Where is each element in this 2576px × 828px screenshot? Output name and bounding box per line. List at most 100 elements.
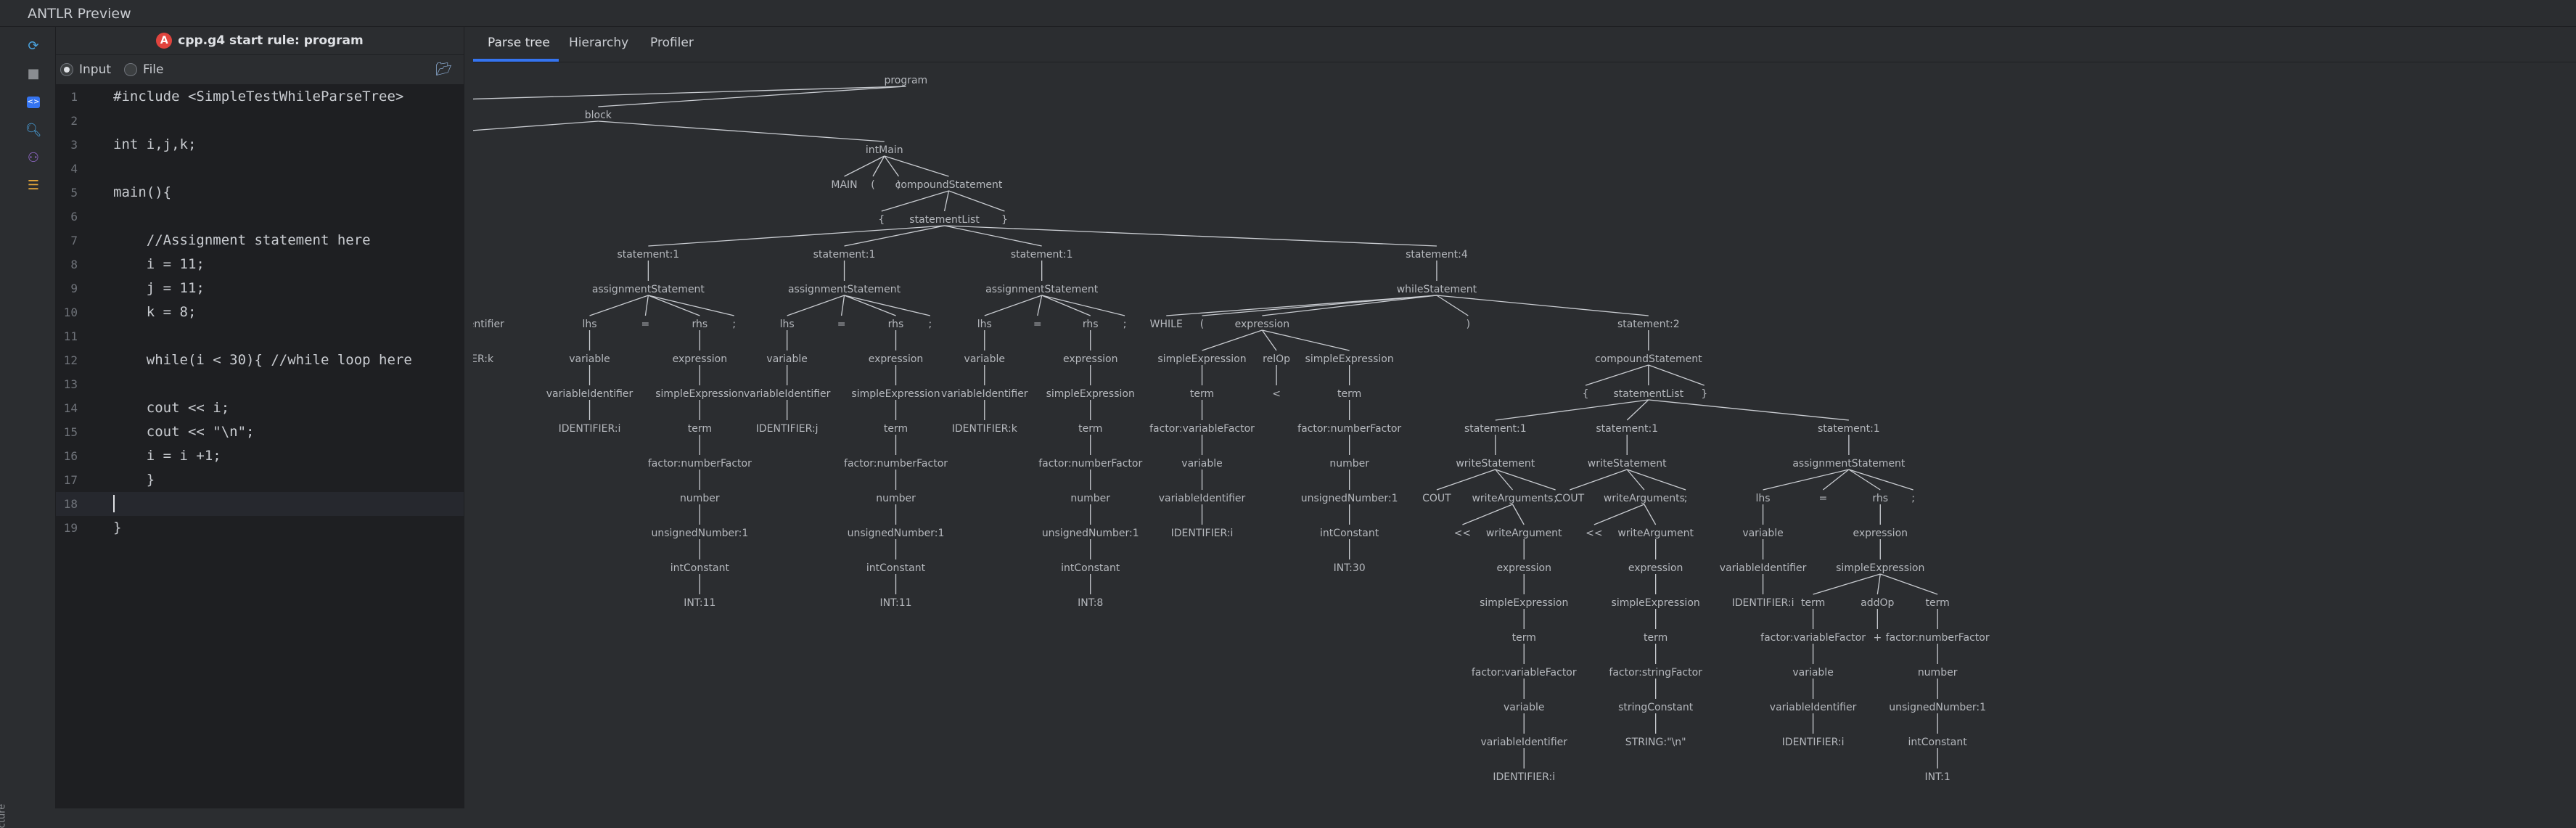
tree-node[interactable]: IDENTIFIER:k (473, 353, 494, 365)
tree-node[interactable]: simpleExpression (1612, 597, 1700, 609)
tree-node[interactable]: assignmentStatement (592, 284, 705, 295)
tree-node[interactable]: term (1190, 388, 1214, 400)
tree-node[interactable]: ; (1554, 493, 1557, 504)
panel-divider[interactable] (464, 27, 473, 808)
tree-node[interactable]: rhs (692, 319, 708, 330)
tab-profiler[interactable]: Profiler (650, 36, 694, 50)
tree-node[interactable]: statement:1 (1596, 423, 1658, 435)
tree-node[interactable]: assignmentStatement (788, 284, 901, 295)
tree-node[interactable]: term (688, 423, 712, 435)
tree-node[interactable]: intConstant (670, 562, 730, 574)
tree-node[interactable]: COUT (1556, 493, 1585, 504)
search-icon[interactable]: 🔍︎ (25, 122, 42, 138)
tree-node[interactable]: variable (1504, 702, 1544, 713)
tree-node[interactable]: term (1926, 597, 1950, 609)
code-text[interactable]: } (113, 520, 122, 536)
tree-node[interactable]: lhs (977, 319, 992, 330)
tab-parse-tree[interactable]: Parse tree (488, 36, 550, 50)
tree-node[interactable]: whileStatement (1397, 284, 1477, 295)
tree-node[interactable]: lhs (582, 319, 596, 330)
tree-node[interactable]: << (1586, 528, 1602, 539)
tree-node[interactable]: = (641, 319, 650, 330)
code-text[interactable]: i = i +1; (113, 448, 221, 464)
tree-node[interactable]: expression (1853, 528, 1908, 539)
tree-node[interactable]: relOp (1263, 353, 1290, 365)
tree-node[interactable]: MAIN (831, 179, 857, 191)
code-line[interactable]: 10 k = 8; (56, 300, 464, 324)
tree-node[interactable]: INT:11 (684, 597, 715, 609)
code-line[interactable]: 8 i = 11; (56, 253, 464, 276)
tree-node[interactable]: block (585, 110, 612, 121)
tree-node[interactable]: statement:1 (618, 249, 680, 261)
tree-node[interactable]: unsignedNumber:1 (848, 528, 945, 539)
code-line[interactable]: 15 cout << "\n"; (56, 420, 464, 444)
refresh-icon[interactable]: ⟳ (28, 38, 39, 54)
tree-node[interactable]: factor:numberFactor (648, 458, 752, 470)
code-text[interactable]: i = 11; (113, 256, 205, 272)
tree-node[interactable]: expression (1235, 319, 1290, 330)
tree-node[interactable]: expression (869, 353, 924, 365)
tree-node[interactable]: addOp (1861, 597, 1894, 609)
tree-node[interactable]: simpleExpression (655, 388, 744, 400)
tree-node[interactable]: writeArguments (1604, 493, 1685, 504)
tree-node[interactable]: factor:numberFactor (1297, 423, 1401, 435)
tree-node[interactable]: number (1070, 493, 1110, 504)
tree-node[interactable]: } (1701, 388, 1707, 400)
tree-node[interactable]: expression (1063, 353, 1118, 365)
tree-node[interactable]: IDENTIFIER:i (1732, 597, 1794, 609)
stop-icon[interactable]: ■ (27, 65, 40, 81)
code-line[interactable]: 1#include <SimpleTestWhileParseTree> (56, 85, 464, 109)
tree-node[interactable]: writeArgument (1486, 528, 1562, 539)
code-text[interactable]: k = 8; (113, 304, 197, 320)
tree-node[interactable]: statementList (1614, 388, 1684, 400)
structure-side-label[interactable]: cture (0, 803, 8, 828)
tree-node[interactable]: term (1801, 597, 1825, 609)
lexer-icon[interactable]: <> (25, 94, 42, 111)
tree-node[interactable]: term (1512, 632, 1536, 644)
tree-node[interactable]: number (680, 493, 720, 504)
tree-node[interactable]: variable (569, 353, 610, 365)
tree-node[interactable]: statement:2 (1617, 319, 1680, 330)
tree-node[interactable]: writeArguments (1472, 493, 1553, 504)
tree-node[interactable]: = (1819, 493, 1828, 504)
hierarchy-icon[interactable]: ⚇ (27, 149, 40, 165)
code-text[interactable]: int i,j,k; (113, 136, 197, 152)
tree-node[interactable]: unsignedNumber:1 (1301, 493, 1398, 504)
code-line[interactable]: 17 } (56, 468, 464, 492)
tree-node[interactable]: IDENTIFIER:i (559, 423, 621, 435)
tree-node[interactable]: variableIdentifier (1770, 702, 1857, 713)
code-text[interactable]: cout << i; (113, 400, 230, 416)
tree-node[interactable]: ; (1123, 319, 1127, 330)
tree-node[interactable]: simpleExpression (1305, 353, 1394, 365)
radio-file-label[interactable]: File (143, 62, 164, 77)
tree-node[interactable]: ( (1200, 319, 1204, 330)
tree-node[interactable]: expression (1496, 562, 1551, 574)
tree-node[interactable]: writeStatement (1456, 458, 1535, 470)
tree-node[interactable]: intConstant (1061, 562, 1120, 574)
tree-node[interactable]: ; (1684, 493, 1688, 504)
tree-node[interactable]: INT:8 (1078, 597, 1103, 609)
code-text[interactable]: } (113, 472, 155, 488)
tree-node[interactable]: ( (871, 179, 874, 191)
structure-icon[interactable]: ☰ (27, 177, 40, 193)
code-line[interactable]: 6 (56, 205, 464, 229)
tree-node[interactable]: statementList (909, 214, 980, 226)
tree-node[interactable]: compoundStatement (1595, 353, 1702, 365)
tree-node[interactable]: variable (1792, 667, 1833, 679)
tree-node[interactable]: rhs (1872, 493, 1888, 504)
tree-node[interactable]: IDENTIFIER:i (1171, 528, 1234, 539)
tree-node[interactable]: term (1644, 632, 1668, 644)
code-text[interactable]: j = 11; (113, 280, 205, 296)
tree-node[interactable]: rhs (1083, 319, 1099, 330)
code-line[interactable]: 9 j = 11; (56, 276, 464, 300)
radio-file[interactable] (124, 63, 138, 76)
tree-node[interactable]: WHILE (1150, 319, 1183, 330)
tree-node[interactable]: factor:numberFactor (1886, 632, 1990, 644)
tree-node[interactable]: { (1583, 388, 1589, 400)
tree-node[interactable]: assignmentStatement (1792, 458, 1906, 470)
tree-node[interactable]: variableIdentifier (744, 388, 831, 400)
tree-node[interactable]: stringConstant (1618, 702, 1694, 713)
code-text[interactable]: cout << "\n"; (113, 424, 255, 440)
tree-node[interactable]: simpleExpression (1480, 597, 1568, 609)
tree-node[interactable]: IDENTIFIER:i (1493, 771, 1555, 783)
